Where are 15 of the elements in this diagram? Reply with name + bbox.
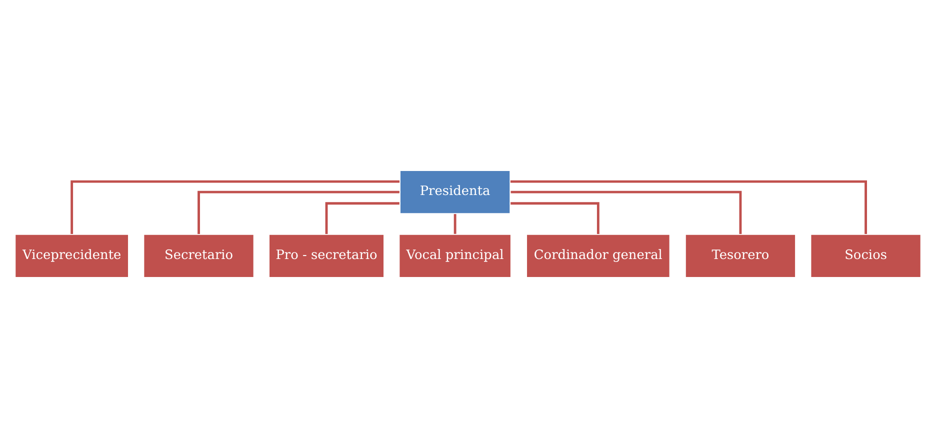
node-box: Pro - secretario <box>268 233 386 279</box>
connector <box>325 202 400 234</box>
connector <box>510 180 867 234</box>
node-box: Vocal principal <box>398 233 512 279</box>
connector <box>510 202 600 234</box>
node-box: Socios <box>810 233 922 279</box>
connector <box>454 214 456 234</box>
node-box: Viceprecidente <box>14 233 130 279</box>
connector <box>510 190 742 234</box>
node-box: Tesorero <box>684 233 797 279</box>
node-box: Secretario <box>142 233 255 279</box>
connector <box>70 180 400 234</box>
node-box: Cordinador general <box>525 233 671 279</box>
connector <box>198 190 400 234</box>
node-box: Presidenta <box>398 169 512 215</box>
